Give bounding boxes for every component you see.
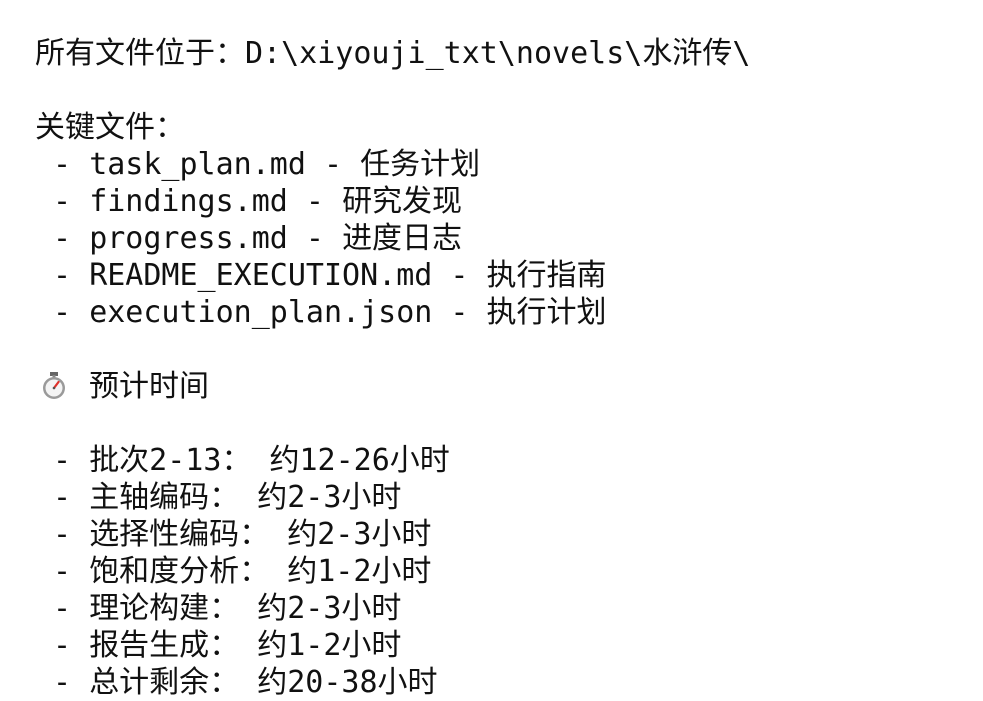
estimate-item: - 报告生成： 约1-2小时 [35, 628, 402, 663]
estimate-phase: 报告生成 [89, 628, 210, 663]
file-item: - findings.md - 研究发现 [35, 184, 463, 219]
estimate-item: - 理论构建： 约2-3小时 [35, 591, 402, 626]
file-item: - README_EXECUTION.md - 执行指南 [35, 258, 607, 293]
file-desc: 研究发现 [342, 184, 463, 219]
file-name: progress.md [89, 221, 288, 256]
estimate-phase: 饱和度分析 [89, 554, 240, 589]
file-item: - task_plan.md - 任务计划 [35, 147, 481, 182]
location-label: 所有文件位于： [35, 36, 245, 71]
estimate-phase: 批次2-13 [89, 443, 222, 478]
estimate-phase: 主轴编码 [89, 480, 210, 515]
stopwatch-icon [41, 370, 67, 400]
file-desc: 执行计划 [486, 295, 607, 330]
estimate-item: - 选择性编码： 约2-3小时 [35, 517, 432, 552]
file-desc: 进度日志 [342, 221, 463, 256]
estimate-phase: 选择性编码 [89, 517, 240, 552]
file-item: - progress.md - 进度日志 [35, 221, 463, 256]
file-item: - execution_plan.json - 执行计划 [35, 295, 607, 330]
estimate-time: 约2-3小时 [257, 480, 402, 515]
estimate-time: 约12-26小时 [269, 443, 450, 478]
file-name: README_EXECUTION.md [89, 258, 433, 293]
estimate-heading: 预计时间 [89, 369, 209, 404]
estimate-item: - 主轴编码： 约2-3小时 [35, 480, 402, 515]
file-desc: 任务计划 [360, 147, 481, 182]
file-name: findings.md [89, 184, 288, 219]
estimate-item: - 批次2-13： 约12-26小时 [35, 443, 450, 478]
key-files-heading: 关键文件： [35, 110, 185, 145]
location-line: 所有文件位于：D:\xiyouji_txt\novels\水浒传\ [35, 35, 750, 72]
estimate-time: 约1-2小时 [287, 554, 432, 589]
location-path: D:\xiyouji_txt\novels\水浒传\ [245, 36, 751, 71]
file-desc: 执行指南 [486, 258, 607, 293]
estimate-time: 约20-38小时 [257, 665, 438, 700]
estimate-phase: 总计剩余 [89, 665, 210, 700]
estimate-item: - 总计剩余： 约20-38小时 [35, 665, 438, 700]
estimate-item: - 饱和度分析： 约1-2小时 [35, 554, 432, 589]
estimate-heading-line: 预计时间 [35, 368, 209, 405]
estimate-time: 约2-3小时 [287, 517, 432, 552]
estimate-phase: 理论构建 [89, 591, 210, 626]
file-name: execution_plan.json [89, 295, 433, 330]
file-name: task_plan.md [89, 147, 306, 182]
estimate-time: 约2-3小时 [257, 591, 402, 626]
estimate-time: 约1-2小时 [257, 628, 402, 663]
